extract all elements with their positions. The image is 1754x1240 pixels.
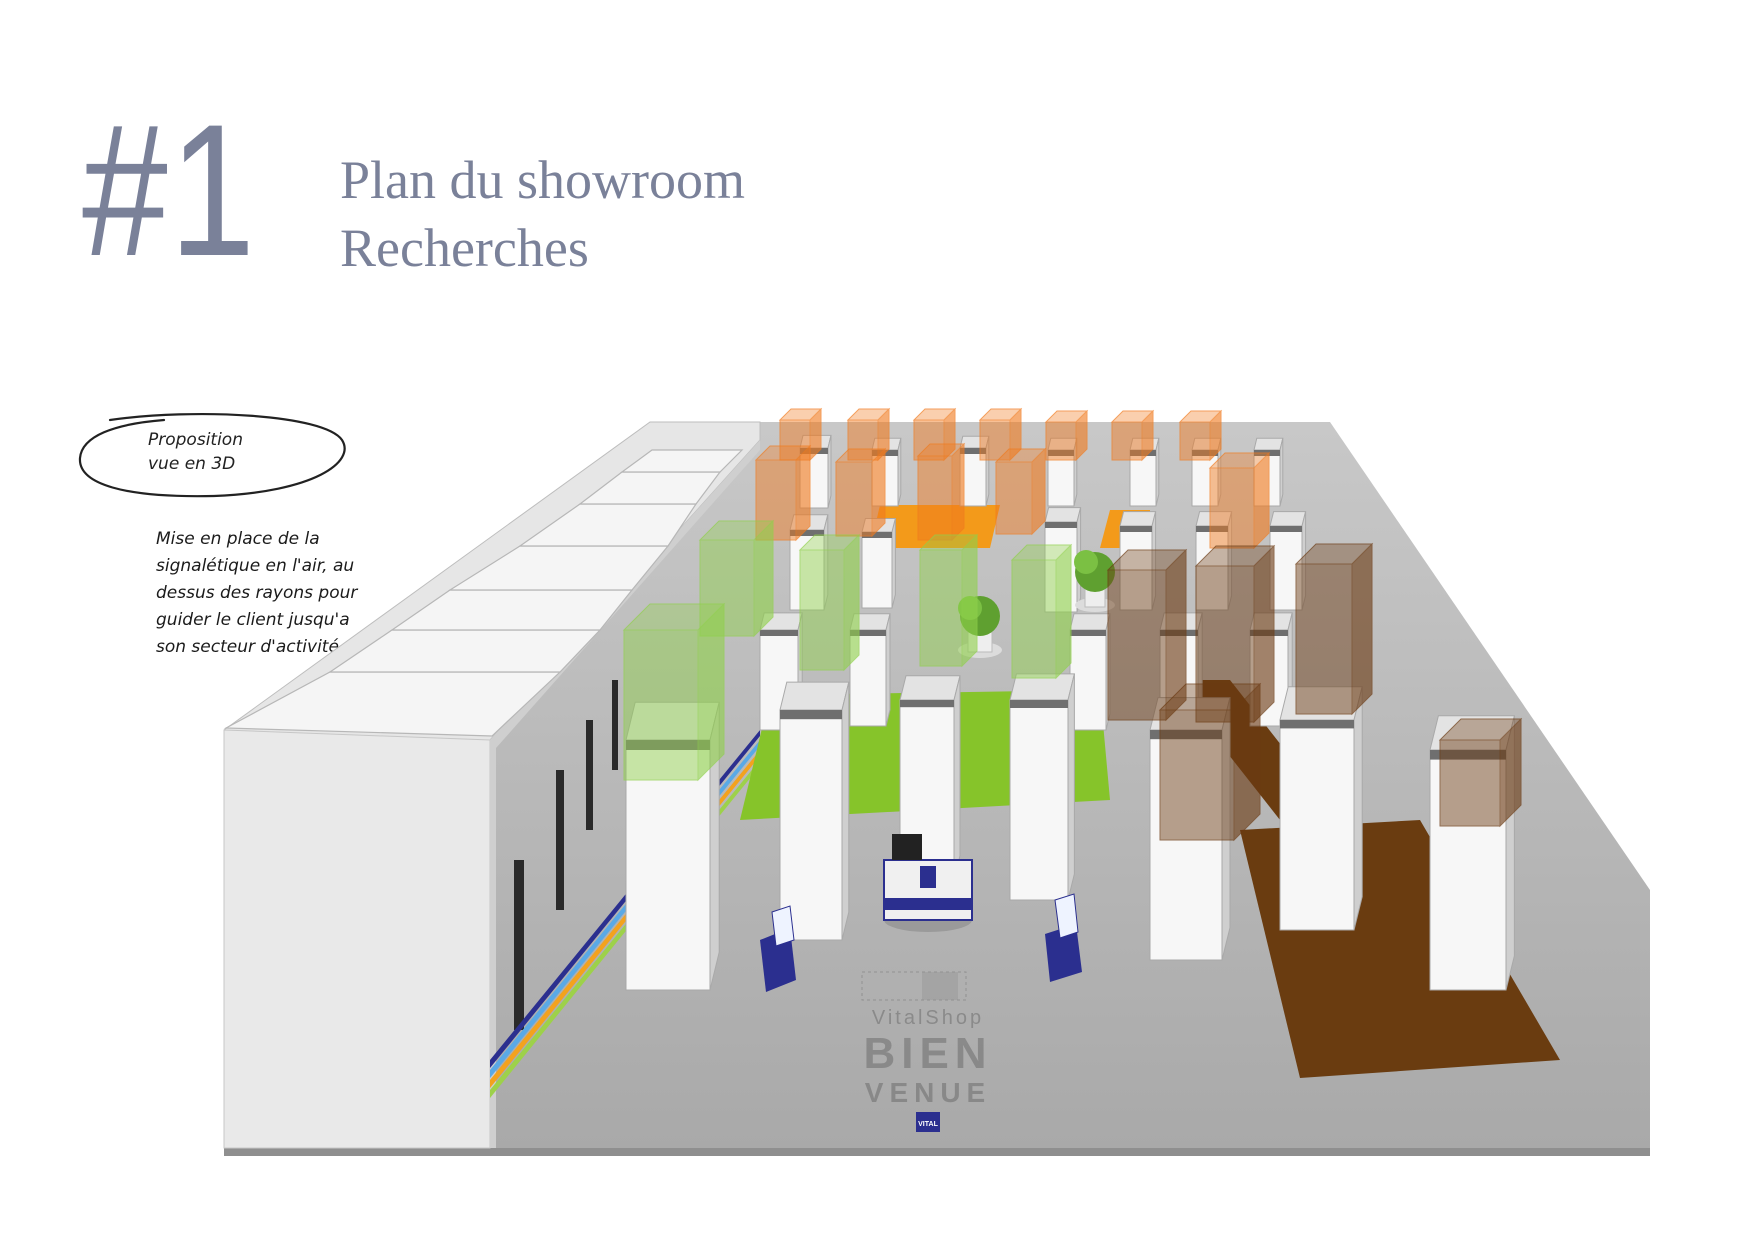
shelf-row bbox=[1047, 437, 1078, 507]
shelf-row bbox=[625, 701, 720, 991]
signage-box bbox=[1194, 544, 1276, 724]
kiosk-icon bbox=[883, 834, 973, 932]
floor-brand: VitalShop bbox=[872, 1007, 984, 1029]
shelf-row bbox=[1279, 686, 1363, 931]
note-line-2: signalétique en l'air, au bbox=[156, 556, 355, 576]
callout-ellipse-icon bbox=[78, 412, 346, 498]
left-wall-cubicles bbox=[223, 421, 761, 1149]
shelf-row bbox=[779, 681, 850, 941]
signage-box bbox=[1110, 409, 1155, 462]
brochure-stand-icon bbox=[760, 905, 796, 992]
callout-line-2: vue en 3D bbox=[148, 454, 236, 474]
floor-edge bbox=[224, 1148, 1650, 1156]
hanging-signage bbox=[622, 407, 1523, 842]
signage-box bbox=[834, 447, 887, 538]
shelf-row bbox=[1119, 511, 1157, 611]
shelf-row bbox=[1069, 613, 1111, 731]
note-line-3: dessus des rayons pour bbox=[156, 583, 358, 603]
callout-text: Proposition vue en 3D bbox=[148, 428, 288, 476]
showroom-3d-view: VitalShop BIEN VENUE VITAL bbox=[0, 300, 1754, 1240]
brochure-stand-icon bbox=[1045, 893, 1082, 982]
shelf-row bbox=[849, 613, 891, 727]
note-line-1: Mise en place de la bbox=[156, 529, 320, 549]
vital-logo-icon: VITAL bbox=[916, 1112, 940, 1132]
floor-logo: VITAL bbox=[918, 1121, 938, 1128]
signage-box bbox=[1208, 451, 1271, 550]
signage-box bbox=[798, 533, 861, 672]
signage-box bbox=[912, 407, 957, 462]
signage-box bbox=[754, 444, 812, 542]
note-line-5: son secteur d'activité. bbox=[156, 637, 345, 657]
signage-box bbox=[1294, 542, 1374, 716]
signage-note: Mise en place de la signalétique en l'ai… bbox=[156, 526, 404, 661]
callout-line-1: Proposition bbox=[148, 430, 243, 450]
signage-box bbox=[1044, 409, 1089, 462]
page-title: Plan du showroom bbox=[340, 150, 745, 210]
signage-box bbox=[622, 602, 726, 782]
signage-box bbox=[1158, 682, 1262, 842]
floor-welcome-graphic: VitalShop BIEN VENUE bbox=[861, 971, 992, 1108]
signage-box bbox=[846, 407, 891, 462]
shelf-row bbox=[1195, 511, 1233, 611]
signage-box bbox=[1010, 543, 1073, 680]
shelf-row bbox=[1009, 673, 1076, 901]
showroom-illustration: VitalShop BIEN VENUE VITAL bbox=[223, 407, 1650, 1156]
signage-box bbox=[918, 533, 979, 668]
signage-box bbox=[1106, 548, 1188, 722]
proposal-callout: Proposition vue en 3D bbox=[74, 410, 354, 502]
section-number: #1 bbox=[82, 85, 257, 295]
note-line-4: guider le client jusqu'a bbox=[156, 610, 350, 630]
plant-icon bbox=[1074, 550, 1115, 612]
page-subtitle: Recherches bbox=[340, 218, 589, 278]
page-header: #1 Plan du showroom Recherches bbox=[0, 0, 1754, 300]
signage-box bbox=[916, 442, 966, 542]
floor-welcome-line-2: VENUE bbox=[865, 1077, 991, 1108]
shelf-row bbox=[1429, 715, 1516, 991]
orange-floor-zone bbox=[870, 505, 1000, 548]
signage-box bbox=[1438, 717, 1523, 828]
signage-box bbox=[1178, 409, 1223, 462]
floor-welcome-line-1: BIEN bbox=[863, 1029, 992, 1078]
shelf-row bbox=[899, 675, 961, 881]
shelf-row bbox=[861, 518, 897, 609]
signage-box bbox=[994, 447, 1047, 536]
